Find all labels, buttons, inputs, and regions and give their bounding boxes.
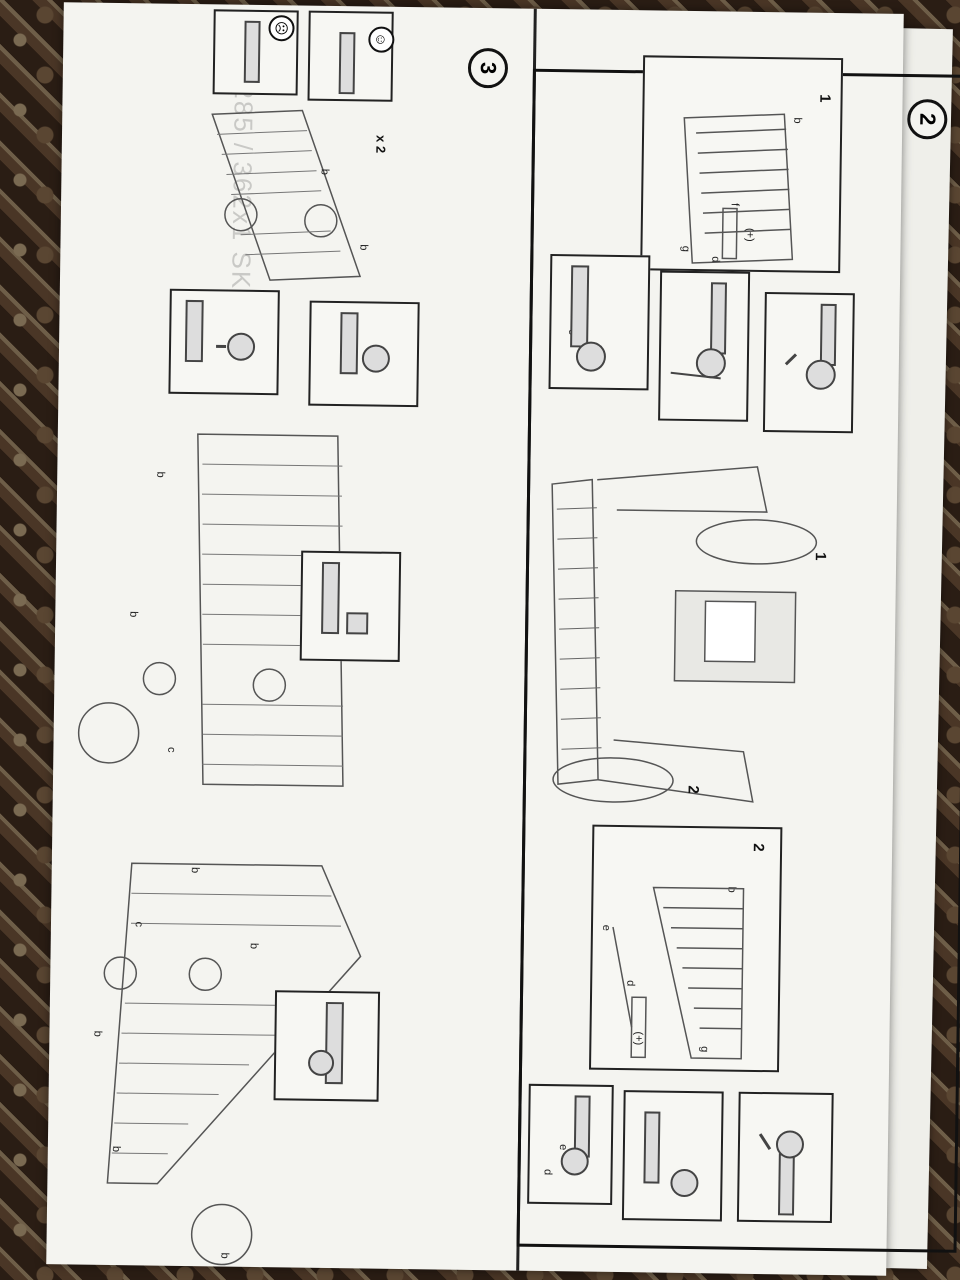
step3-detail-c — [299, 550, 402, 662]
step2-inset-d: e d — [527, 1083, 614, 1205]
step2-main-rack — [551, 466, 818, 803]
rack-label-b-6: b — [247, 942, 260, 950]
step2-inset-e — [621, 1090, 724, 1222]
rack-label-c-1: c — [165, 746, 178, 753]
step3-detail-a — [168, 288, 280, 396]
rack-label-b-9: b — [218, 1252, 231, 1259]
step2-inset-a: g d — [548, 254, 651, 391]
rack-label-b-5: b — [188, 866, 201, 874]
rack-label-b-4: b — [127, 611, 140, 618]
rack-label-b-3: b — [154, 471, 167, 478]
good-detail-drawing — [338, 32, 356, 95]
inset-a-drawing — [570, 265, 606, 372]
step3-bad-detail — [212, 9, 299, 96]
bad-detail-drawing — [243, 20, 261, 83]
inset-e-drawing — [643, 1111, 699, 1197]
step3-detail-b — [308, 300, 420, 408]
rack-label-b-7: b — [91, 1030, 104, 1037]
detail-a-drawing — [184, 299, 256, 363]
detail-c-drawing — [321, 561, 369, 635]
inset-c-drawing — [784, 303, 837, 390]
step2-detail-2: 2 b e d g (+) — [588, 824, 783, 1073]
instruction-sheet: 2 3 x285 / 362x1 SKU 1 b f g d (+) g d — [46, 2, 960, 1276]
inset-d-drawing — [560, 1095, 591, 1176]
rack-label-b-8: b — [109, 1145, 122, 1153]
step2-inset-c — [762, 292, 855, 434]
rack-label-c-2: c — [132, 921, 145, 928]
step2-inset-f — [736, 1091, 834, 1224]
inset-f-drawing — [758, 1130, 804, 1216]
detail-d-drawing — [308, 1001, 344, 1085]
step2-inset-b — [658, 270, 751, 422]
inset-b-drawing — [670, 282, 728, 380]
rack-label-b-1: b — [318, 168, 331, 176]
detail-1-rack-drawing — [683, 113, 794, 264]
rack-label-b-2: b — [357, 244, 370, 251]
step2-detail-1: 1 b f g d (+) — [640, 55, 844, 274]
step3-racks — [77, 109, 362, 1266]
step3-good-detail — [307, 10, 394, 102]
step3-detail-d — [273, 990, 381, 1102]
detail-b-drawing — [339, 312, 390, 375]
detail-2-rack-drawing — [612, 886, 745, 1060]
